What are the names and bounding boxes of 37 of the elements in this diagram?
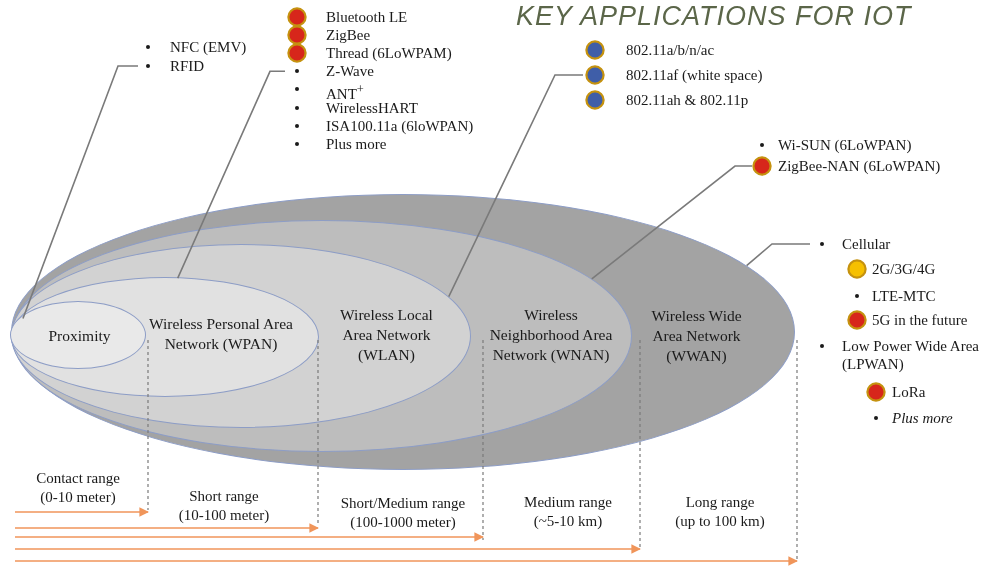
technology-item: LTE-MTC (872, 287, 936, 305)
technology-item: 802.11ah & 802.11p (626, 91, 749, 109)
leader-line (447, 74, 584, 298)
technology-item: LoRa (892, 383, 926, 401)
range-label: Medium range (~5-10 km) (523, 493, 613, 531)
network-label: Proximity (47, 325, 112, 346)
technology-item: 802.11af (white space) (626, 66, 763, 84)
leader-line (591, 165, 753, 280)
technology-item: ZigBee (326, 26, 371, 45)
diagram-title: KEY APPLICATIONS FOR IOT (516, 0, 912, 32)
network-label: Wireless Personal Area Network (WPAN) (148, 314, 294, 354)
leader-line (176, 70, 286, 279)
technology-item: Plus more (892, 409, 953, 427)
network-label: Wireless Neighborhood Area Network (WNAN) (488, 305, 614, 365)
range-label: Short/Medium range (100-1000 meter) (339, 494, 467, 532)
technology-item: Plus more (326, 134, 387, 153)
technology-item: Wi-SUN (6LoWPAN) (778, 136, 912, 154)
leader-line (22, 65, 139, 320)
technology-item: 5G in the future (872, 311, 968, 329)
technology-item: RFID (170, 57, 205, 75)
range-label: Contact range (0-10 meter) (35, 469, 121, 507)
technology-item: ZigBee-NAN (6LoWPAN) (778, 157, 941, 175)
network-label: Wireless Local Area Network (WLAN) (339, 304, 434, 365)
leader-line (745, 243, 811, 267)
technology-item: Low Power Wide Area (LPWAN) (842, 337, 980, 373)
technology-item: Bluetooth LE (326, 8, 408, 26)
network-ellipse (10, 301, 146, 369)
technology-item: 802.11a/b/n/ac (626, 41, 715, 59)
technology-item: NFC (EMV) (170, 38, 247, 56)
range-label: Long range (up to 100 km) (674, 493, 766, 531)
technology-item: Cellular (842, 235, 891, 253)
technology-item: Z-Wave (326, 62, 374, 81)
network-label: Wireless Wide Area Network (WWAN) (650, 305, 743, 366)
technology-item: 2G/3G/4G (872, 260, 936, 278)
technology-item: Thread (6LoWPAM) (326, 44, 452, 63)
range-label: Short range (10-100 meter) (177, 487, 271, 525)
technology-item: ISA100.11a (6loWPAN) (326, 116, 474, 135)
